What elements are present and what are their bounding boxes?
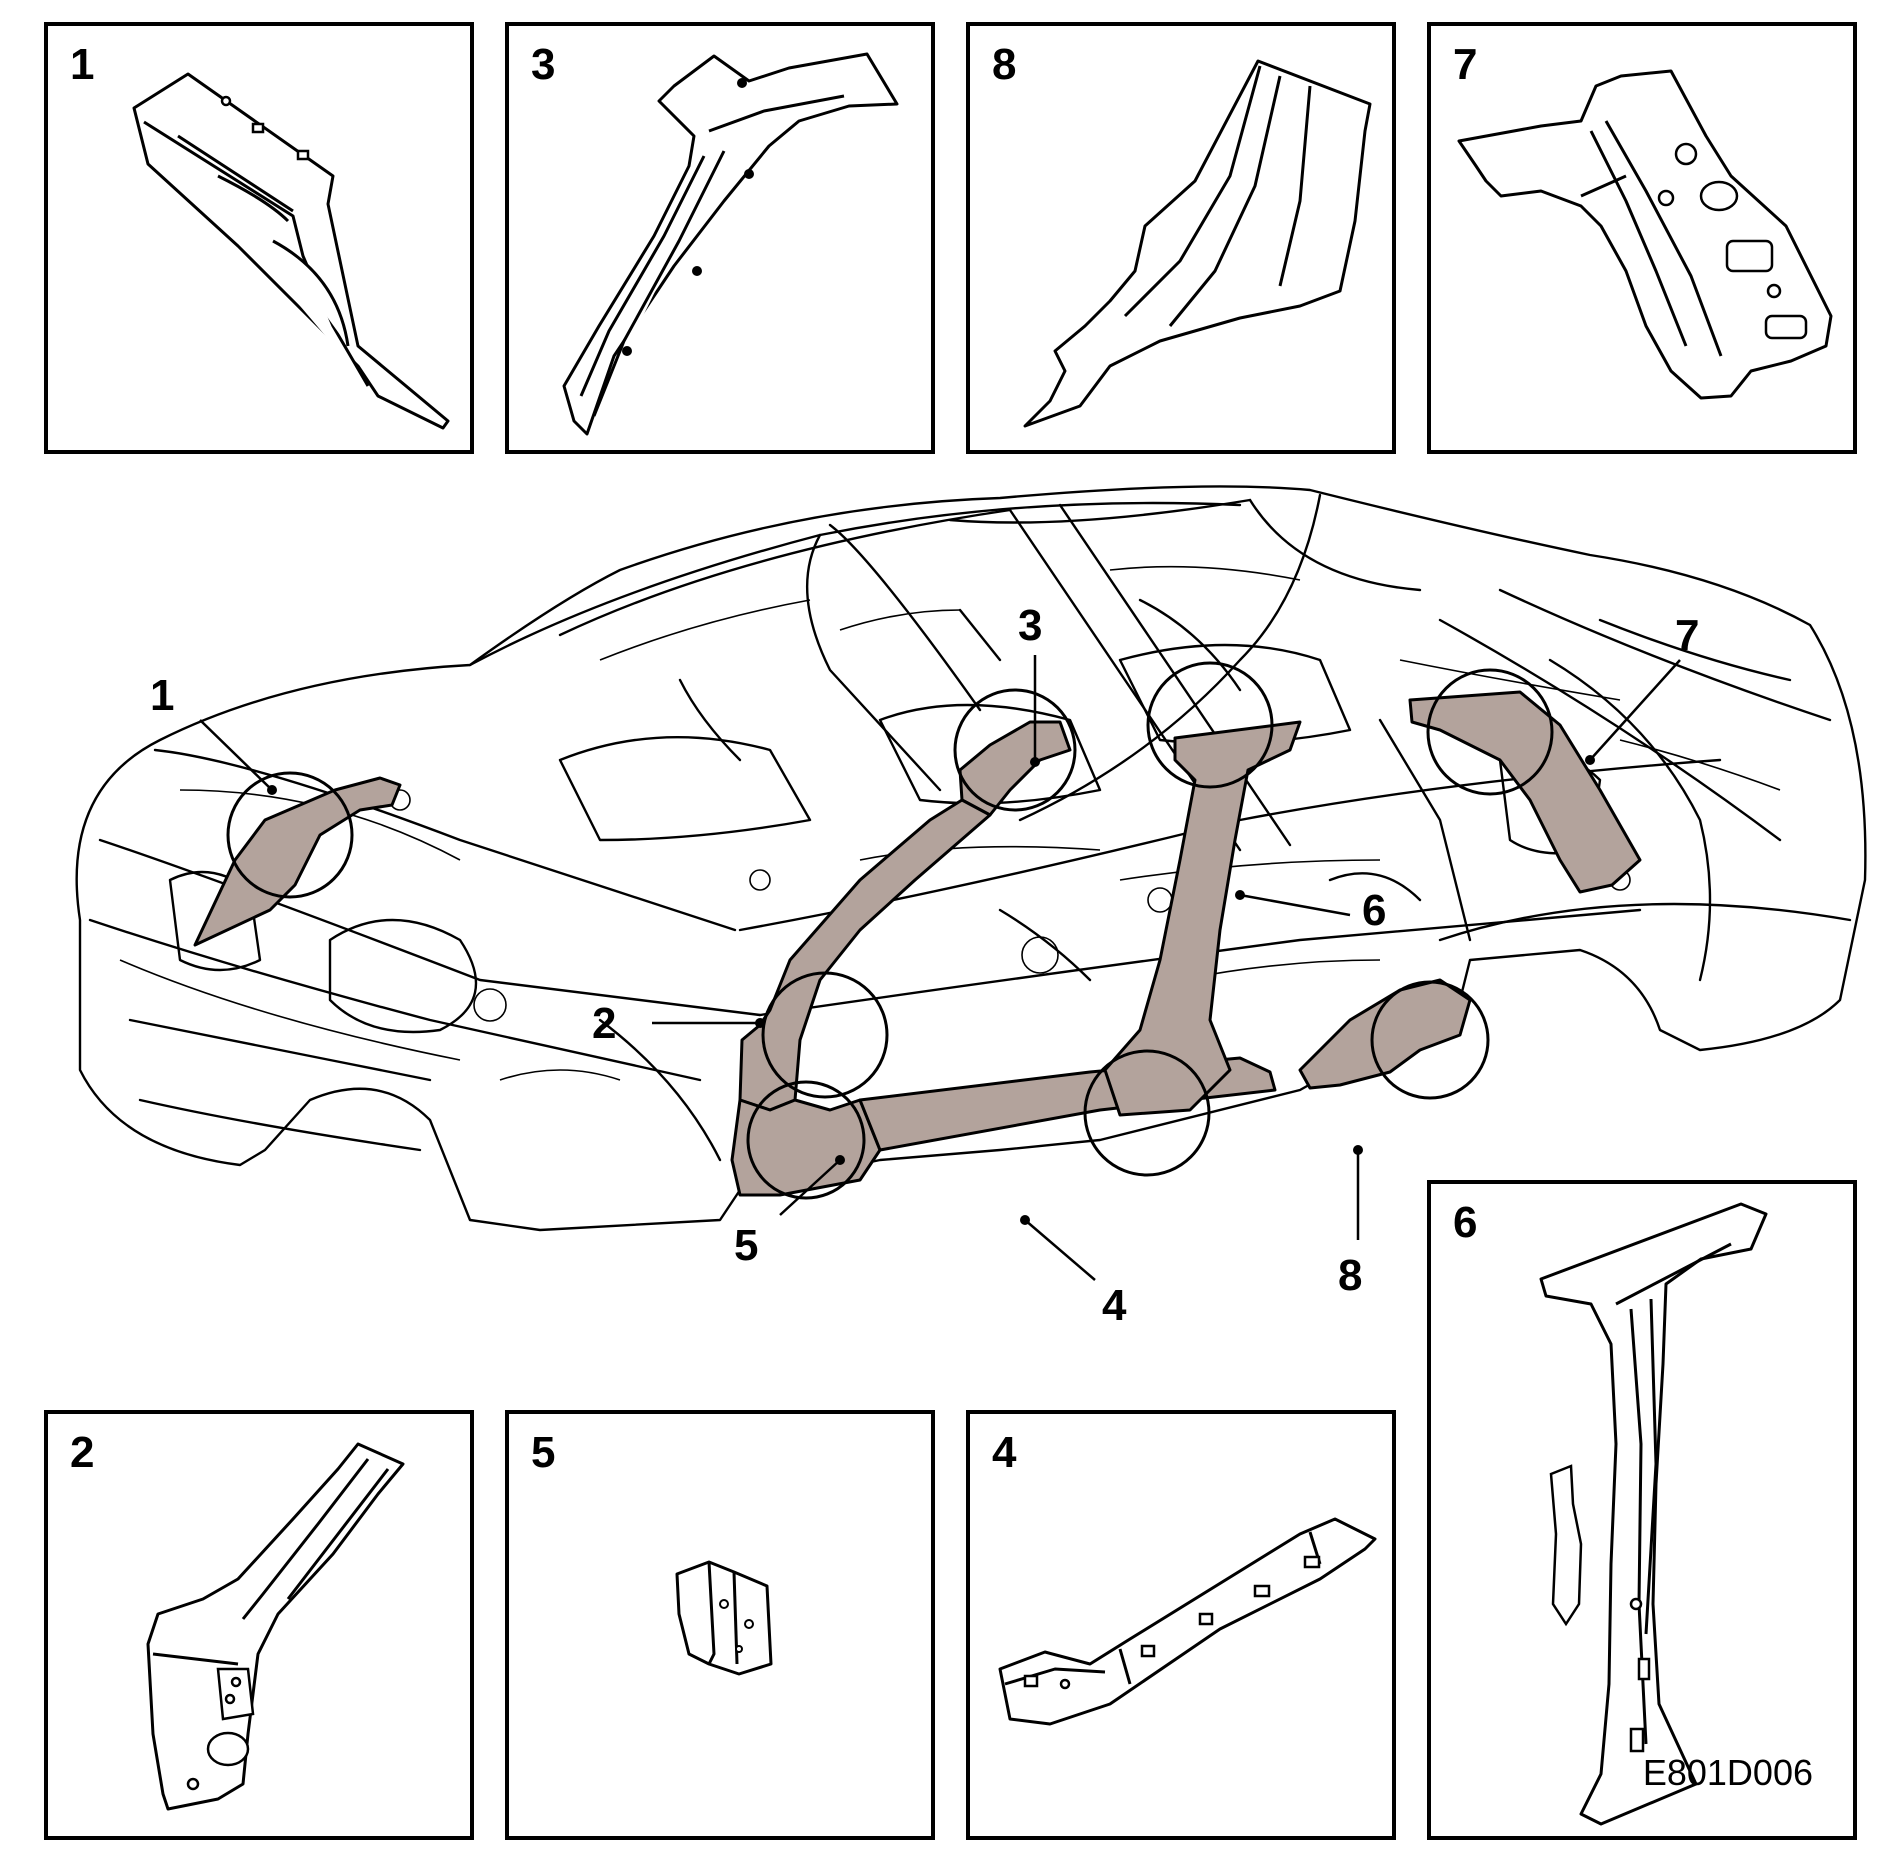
callout-5: 5 [734,1221,758,1270]
drawing-code: E801D006 [1642,1752,1813,1793]
rear-wheelhouse-illustration [1457,69,1833,400]
highlighted-parts [193,690,1642,1197]
part-1-shading [193,776,402,947]
front-longitudinal-member-illustration [132,72,450,430]
callout-7: 7 [1675,611,1699,660]
detail-panel-2: 2 [44,1410,474,1840]
callout-leaders [199,655,1681,1281]
callout-8: 8 [1338,1251,1362,1300]
detail-panel-6: 6 E801D006 [1427,1180,1857,1840]
panel-number: 4 [992,1428,1017,1477]
callout-dots [267,755,1595,1225]
panel-number: 2 [70,1428,95,1477]
panel-number: 1 [70,40,95,89]
panel-number: 3 [531,40,556,89]
a-pillar-lower-illustration [146,1442,405,1811]
sill-bracket-illustration [675,1560,773,1676]
detail-circles [226,661,1554,1200]
detail-panel-5: 5 [505,1410,935,1840]
panel-number: 6 [1453,1198,1478,1247]
part-2-shading [738,798,992,1112]
part-8-shading [1298,978,1472,1090]
part-6-shading [1103,720,1302,1117]
panel-number: 7 [1453,40,1478,89]
callout-1: 1 [150,671,174,720]
a-pillar-upper-illustration [562,52,899,436]
detail-panel-1: 1 [44,22,474,454]
callout-2: 2 [592,999,616,1048]
callout-3: 3 [1018,601,1042,650]
detail-panel-8: 8 [966,22,1396,454]
part-7-shading [1408,690,1642,894]
detail-panel-3: 3 [505,22,935,454]
rear-sill-extension-illustration [1023,59,1372,428]
b-pillar-illustration [1539,1202,1768,1826]
car-body-diagram: 1 3 7 6 2 5 4 8 [75,485,1867,1330]
panel-number: 8 [992,40,1017,89]
sill-panel-illustration [998,1517,1377,1726]
panel-number: 5 [531,1428,556,1477]
callout-6: 6 [1362,886,1386,935]
detail-panel-4: 4 [966,1410,1396,1840]
detail-panel-7: 7 [1427,22,1857,454]
callout-4: 4 [1102,1281,1127,1330]
callout-labels: 1 3 7 6 2 5 4 8 [150,601,1699,1330]
